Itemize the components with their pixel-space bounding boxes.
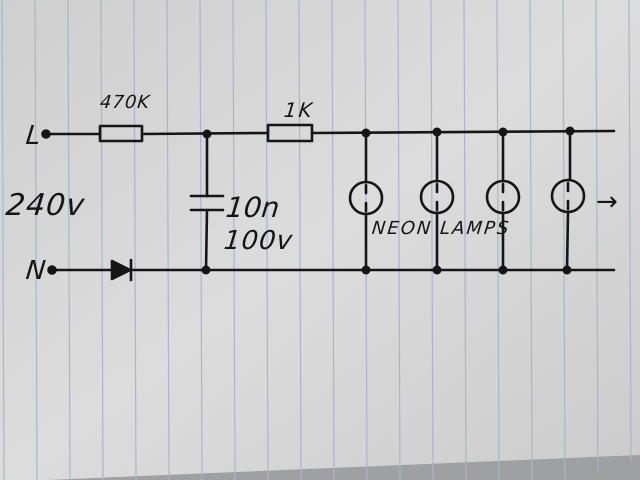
- neutral-label: N: [24, 256, 48, 286]
- capacitance-label: 10n: [224, 191, 282, 224]
- neon-lamp-3: [485, 130, 521, 272]
- neon-lamp-2: [419, 130, 455, 272]
- neon-lamp-4: [550, 129, 586, 272]
- live-terminal: [41, 129, 51, 139]
- continuation-arrow: →: [596, 187, 618, 217]
- resistor-1k-label: 1K: [282, 98, 316, 122]
- resistor-470k-label: 470K: [98, 92, 152, 113]
- neutral-terminal: [47, 265, 57, 275]
- supply-voltage-label: 240v: [4, 188, 87, 223]
- capacitor-rating-label: 100v: [222, 226, 295, 256]
- neon-lamp-1: [348, 131, 384, 272]
- resistor-1k: [266, 123, 314, 143]
- resistor-470k: [98, 124, 144, 143]
- diode: [110, 258, 133, 282]
- junction-dots: [201, 126, 575, 275]
- neon-lamps-label: NEON LAMPS: [370, 218, 512, 239]
- capacitor-10n: [189, 132, 225, 272]
